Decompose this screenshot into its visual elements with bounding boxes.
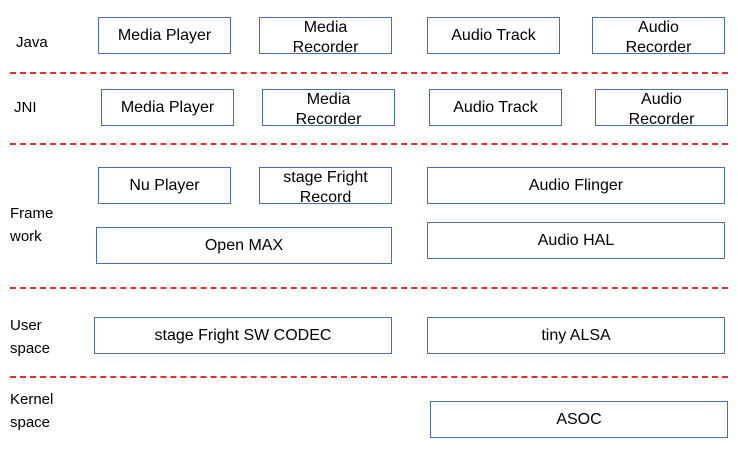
jni-audio-track-box: Audio Track bbox=[429, 89, 562, 126]
layer-separator-java-jni bbox=[10, 72, 728, 74]
kernel-asoc-box: ASOC bbox=[430, 401, 728, 438]
framework-nu-player-box: Nu Player bbox=[98, 167, 231, 204]
jni-media-player-box: Media Player bbox=[101, 89, 234, 126]
layer-separator-jni-framework bbox=[10, 143, 728, 145]
user-stagefright-codec-box: stage Fright SW CODEC bbox=[94, 317, 392, 354]
jni-audio-recorder-box: Audio Recorder bbox=[595, 89, 728, 128]
framework-open-max-box: Open MAX bbox=[96, 227, 392, 264]
java-audio-track-box: Audio Track bbox=[427, 17, 560, 54]
jni-media-recorder-box: Media Recorder bbox=[262, 89, 395, 128]
java-audio-recorder-box: Audio Recorder bbox=[592, 17, 725, 56]
framework-stagefright-record-box: stage Fright Record bbox=[259, 167, 392, 206]
framework-audio-hal-box: Audio HAL bbox=[427, 222, 725, 259]
layer-label-framework: Frame work bbox=[10, 205, 54, 245]
layer-label-user-space: User space bbox=[10, 317, 51, 357]
layer-label-jni: JNI bbox=[14, 99, 37, 116]
java-media-recorder-box: Media Recorder bbox=[259, 17, 392, 56]
layer-separator-framework-user bbox=[10, 287, 728, 289]
user-tiny-alsa-box: tiny ALSA bbox=[427, 317, 725, 354]
layer-label-java: Java bbox=[16, 34, 48, 51]
framework-audio-flinger-box: Audio Flinger bbox=[427, 167, 725, 204]
java-media-player-box: Media Player bbox=[98, 17, 231, 54]
layer-separator-user-kernel bbox=[10, 376, 728, 378]
layer-label-kernel-space: Kernel space bbox=[10, 391, 54, 431]
